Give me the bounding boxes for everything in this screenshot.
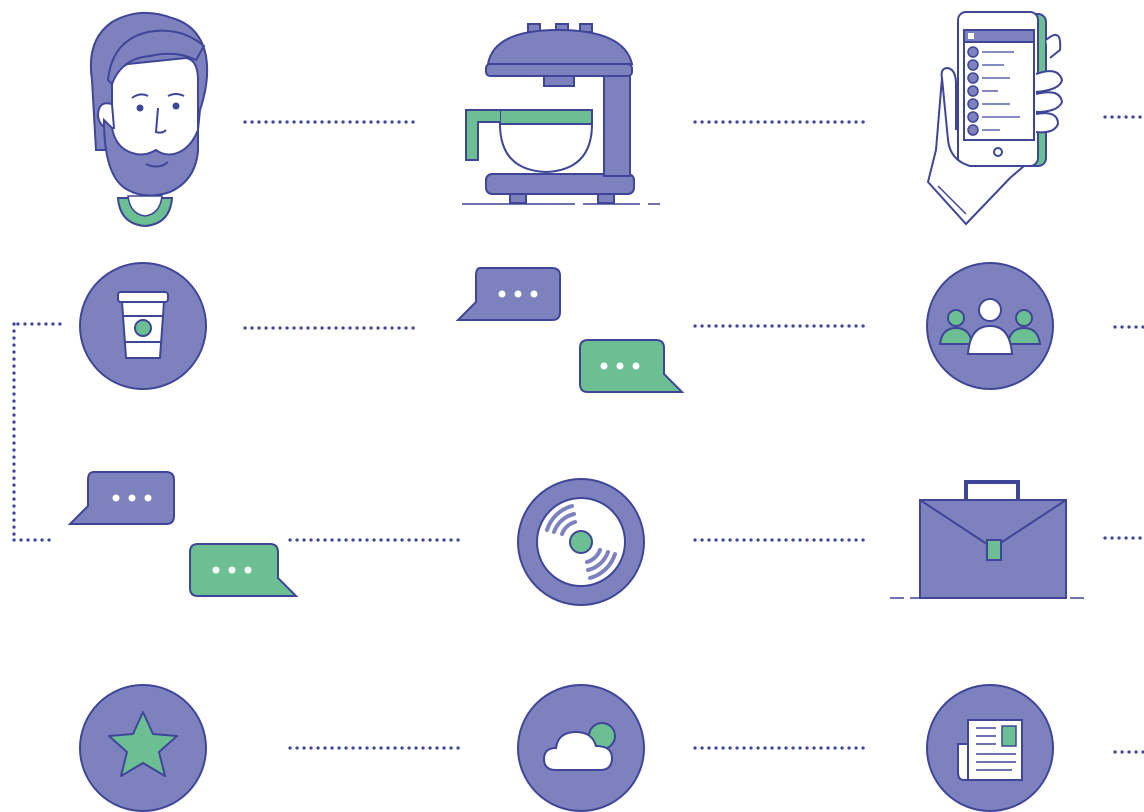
briefcase-icon bbox=[890, 480, 1090, 599]
hand-holding-phone-icon bbox=[926, 11, 1064, 226]
team-people-icon bbox=[926, 262, 1054, 390]
coffee-machine-icon bbox=[462, 23, 660, 205]
chat-bubbles-icon bbox=[67, 471, 299, 597]
dotted-connectors bbox=[12, 115, 1144, 754]
bearded-man-avatar-icon bbox=[89, 11, 209, 228]
cloud-weather-icon bbox=[517, 684, 645, 812]
star-icon bbox=[79, 684, 207, 812]
coffee-cup-icon bbox=[79, 262, 207, 390]
newspaper-icon bbox=[926, 684, 1054, 812]
vinyl-record-icon bbox=[517, 478, 645, 606]
chat-bubbles-icon bbox=[455, 267, 685, 393]
